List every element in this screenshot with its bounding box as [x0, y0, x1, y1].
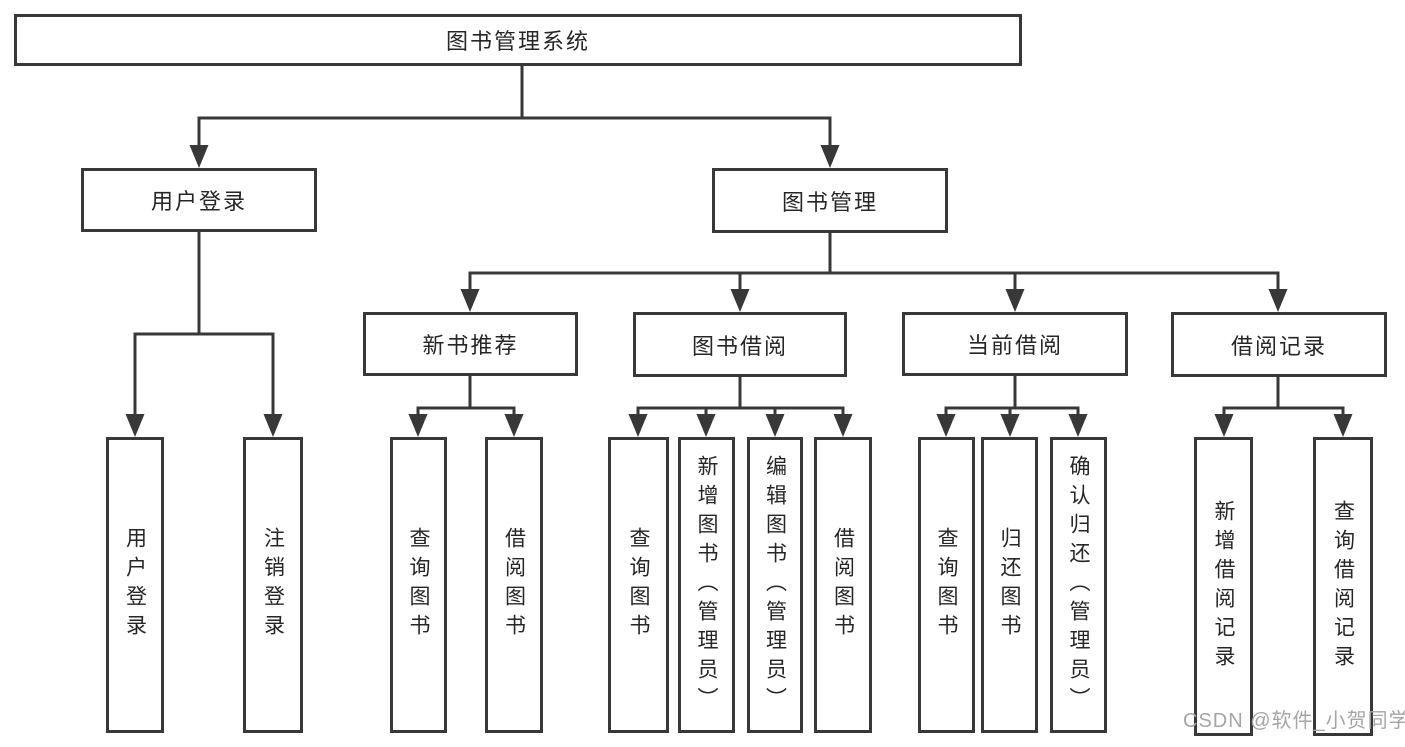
node-label: 新书推荐: [422, 333, 519, 358]
node-label: 借阅图书: [502, 527, 526, 643]
leaf-confirm-return-admin: 确认归还（管理员）: [1050, 437, 1107, 733]
node-label: 新增借阅记录: [1212, 499, 1235, 674]
node-borrow-records: 借阅记录: [1171, 312, 1387, 377]
csdn-watermark: CSDN @软件_小贺同学: [1183, 710, 1405, 732]
leaf-borrow-books-recommend: 借阅图书: [485, 437, 543, 733]
node-user-login-branch: 用户登录: [81, 168, 317, 232]
node-new-book-recommend: 新书推荐: [363, 312, 578, 376]
node-label: 用户登录: [123, 527, 147, 643]
node-label: 编辑图书（管理员）: [763, 454, 787, 716]
leaf-user-login: 用户登录: [106, 437, 164, 733]
node-label: 借阅记录: [1230, 333, 1327, 359]
node-label: 确认归还（管理员）: [1067, 454, 1090, 716]
node-label: 当前借阅: [966, 333, 1063, 358]
arrowheads: [125, 145, 1353, 437]
leaf-query-borrow-record: 查询借阅记录: [1313, 437, 1373, 736]
node-label: 查询借阅记录: [1331, 499, 1355, 674]
leaf-query-books-current: 查询图书: [918, 437, 975, 733]
node-current-borrow: 当前借阅: [902, 312, 1128, 376]
leaf-add-borrow-record: 新增借阅记录: [1194, 437, 1253, 736]
node-label: 图书管理系统: [445, 29, 590, 54]
leaf-borrow-books: 借阅图书: [814, 437, 872, 733]
node-book-borrow: 图书借阅: [633, 312, 847, 377]
leaf-query-books-borrow: 查询图书: [608, 437, 669, 733]
node-label: 查询图书: [627, 527, 650, 643]
leaf-query-books-recommend: 查询图书: [390, 437, 447, 733]
node-label: 新增图书（管理员）: [695, 454, 718, 716]
node-label: 查询图书: [935, 527, 958, 643]
leaf-edit-book-admin: 编辑图书（管理员）: [747, 437, 803, 733]
node-root-library-system: 图书管理系统: [14, 14, 1022, 66]
node-label: 注销登录: [261, 527, 285, 643]
node-label: 用户登录: [150, 189, 247, 214]
node-label: 图书管理: [781, 189, 878, 215]
node-label: 查询图书: [407, 527, 430, 643]
node-book-management: 图书管理: [712, 168, 948, 233]
node-label: 归还图书: [998, 527, 1021, 643]
leaf-logout: 注销登录: [243, 437, 303, 733]
node-label: 图书借阅: [691, 333, 788, 359]
leaf-add-book-admin: 新增图书（管理员）: [678, 437, 735, 733]
leaf-return-book: 归还图书: [981, 437, 1038, 733]
node-label: 借阅图书: [831, 527, 855, 643]
